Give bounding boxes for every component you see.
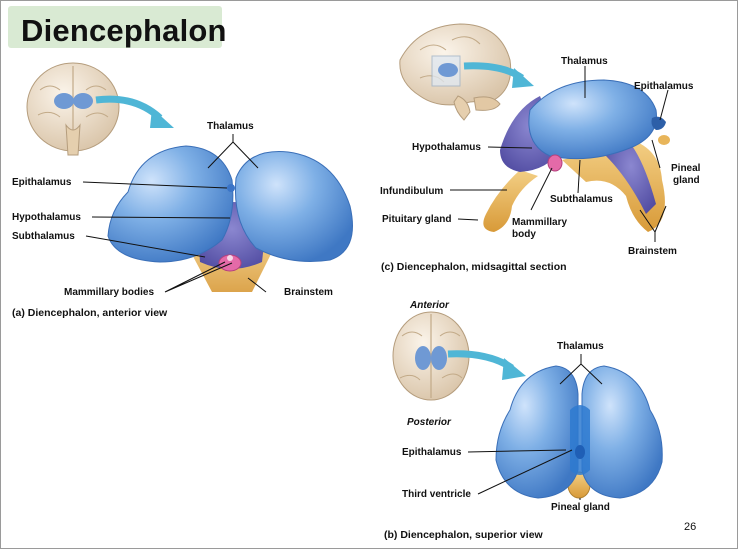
b-caption: (b) Diencephalon, superior view (384, 529, 543, 541)
a-label-subthalamus: Subthalamus (12, 231, 75, 242)
c-label-mammillary-line2: body (512, 229, 536, 240)
arrow-c-head (512, 68, 534, 88)
panel-b-illustration (392, 311, 663, 500)
c-label-epithalamus: Epithalamus (634, 81, 694, 92)
c-label-hypothalamus: Hypothalamus (412, 142, 481, 153)
c-label-infundibulum: Infundibulum (380, 186, 444, 197)
a-label-brainstem: Brainstem (284, 287, 333, 298)
c-label-subthalamus: Subthalamus (550, 194, 613, 205)
c-label-pineal-line1: Pineal (671, 163, 701, 174)
brain-anterior-thumbnail (26, 62, 120, 156)
slide-title: Diencephalon (21, 13, 227, 48)
brain-sagittal-thumbnail (399, 23, 512, 121)
a-label-epithalamus: Epithalamus (12, 177, 72, 188)
b-label-third-ventricle: Third ventricle (402, 489, 471, 500)
b-orientation-anterior: Anterior (410, 300, 449, 311)
page-number: 26 (684, 521, 697, 533)
title-box: Diencephalon (8, 6, 226, 48)
b-orientation-posterior: Posterior (407, 417, 451, 428)
panel-c-illustration (399, 23, 670, 242)
c-label-mammillary-line1: Mammillary (512, 217, 568, 228)
c-label-brainstem: Brainstem (628, 246, 677, 257)
panel-a-illustration (26, 62, 353, 293)
a-label-hypothalamus: Hypothalamus (12, 212, 81, 223)
c-caption: (c) Diencephalon, midsagittal section (381, 261, 567, 273)
arrow-b-head (502, 358, 526, 380)
b-label-pineal-gland: Pineal gland (551, 502, 610, 513)
c-label-pineal-line2: gland (673, 175, 700, 186)
a-caption: (a) Diencephalon, anterior view (12, 307, 168, 319)
b-label-epithalamus: Epithalamus (402, 447, 462, 458)
a-label-thalamus: Thalamus (207, 121, 254, 132)
b-label-thalamus: Thalamus (557, 341, 604, 352)
a-label-mammillary-bodies: Mammillary bodies (64, 287, 155, 298)
arrow-a-head (150, 108, 174, 128)
c-label-thalamus: Thalamus (561, 56, 608, 67)
c-label-pituitary-gland: Pituitary gland (382, 214, 452, 225)
